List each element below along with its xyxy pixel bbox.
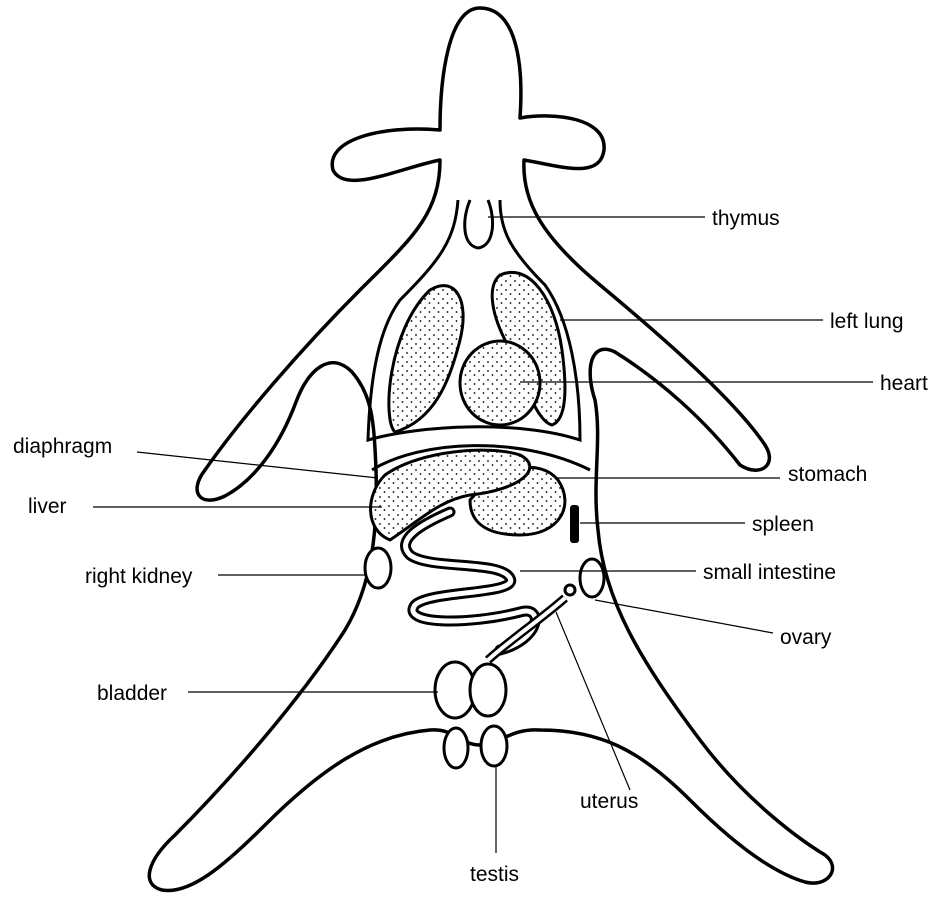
label-heart: heart [880, 372, 928, 395]
label-thymus: thymus [712, 207, 780, 230]
testis-left-organ [442, 726, 470, 770]
right-lung-organ [387, 284, 465, 434]
left-kidney-organ [578, 557, 606, 599]
spleen-organ [570, 505, 579, 543]
testis-right-organ [479, 724, 509, 768]
label-small-intestine: small intestine [703, 561, 836, 584]
right-kidney-organ [363, 546, 393, 590]
thymus-organ [463, 199, 495, 250]
diaphragm-organ [371, 444, 591, 472]
left-lung-organ [490, 271, 567, 427]
label-diaphragm: diaphragm [13, 435, 112, 458]
label-stomach: stomach [788, 463, 867, 486]
thoracic-cavity [366, 199, 582, 443]
ovary-organ [563, 583, 577, 597]
label-right-kidney: right kidney [85, 565, 193, 588]
label-liver: liver [28, 495, 67, 518]
ovary-leader [594, 599, 774, 634]
liver-organ [369, 448, 532, 542]
label-uterus: uterus [580, 790, 638, 813]
uterus-leader [555, 611, 631, 791]
label-testis: testis [470, 863, 519, 886]
diaphragm-leader [136, 451, 379, 479]
label-ovary: ovary [780, 626, 832, 649]
heart-organ [458, 339, 542, 427]
label-bladder: bladder [97, 682, 167, 705]
label-spleen: spleen [752, 513, 814, 536]
label-left-lung: left lung [830, 310, 904, 333]
